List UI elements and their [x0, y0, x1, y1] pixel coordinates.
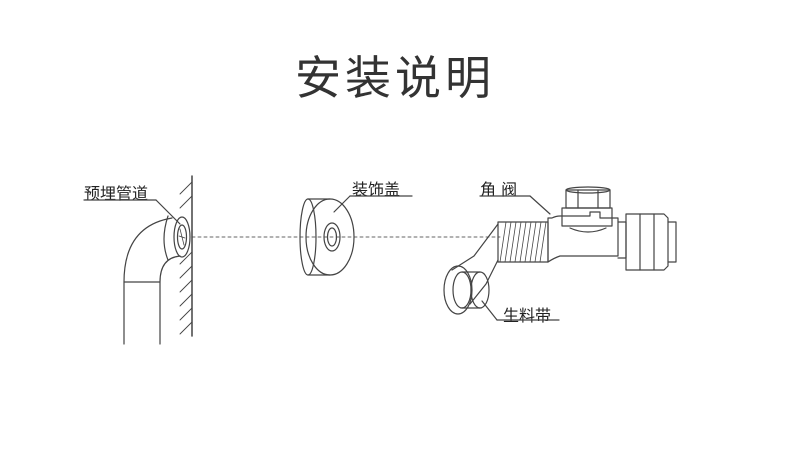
leader-decorative-cover [333, 195, 413, 213]
label-embedded-pipe: 预埋管道 [84, 184, 149, 203]
wall [179, 175, 193, 337]
label-decorative-cover: 装饰盖 [352, 180, 401, 199]
page-title: 安装说明 [295, 51, 495, 105]
angle-valve [547, 186, 677, 271]
decorative-cover [299, 198, 355, 276]
leader-angle-valve [479, 195, 551, 215]
ptfe-tape-thread [443, 221, 549, 315]
embedded-pipe [123, 215, 191, 345]
leader-embedded-pipe [83, 199, 181, 225]
label-angle-valve: 角 阀 [480, 180, 518, 199]
leader-ptfe-tape [481, 300, 560, 321]
